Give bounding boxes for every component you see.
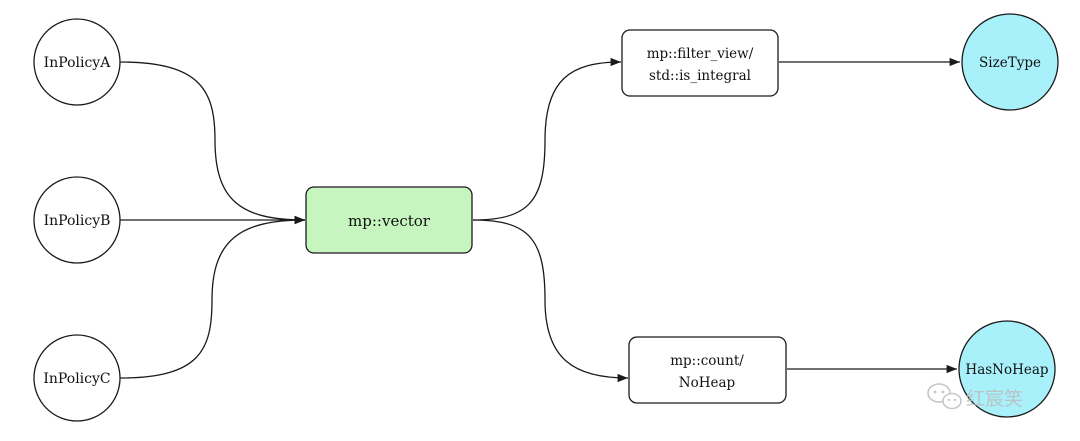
node-filter-view-line1: mp::filter_view/ [647,46,754,62]
edge-vector-to-count [472,219,629,383]
watermark: 红宸笑 [927,383,1023,410]
node-count-line1: mp::count/ [670,353,744,369]
node-count: mp::count/ NoHeap [628,336,787,404]
node-sizetype-label: SizeType [979,55,1041,71]
node-vector: mp::vector [305,186,473,254]
wechat-icon [927,383,962,410]
node-filter-view: mp::filter_view/ std::is_integral [621,29,779,97]
edge-inpolicya-to-vector [119,61,306,225]
node-inpolicyb: InPolicyB [33,176,121,264]
node-vector-label: mp::vector [348,212,431,230]
node-inpolicyb-label: InPolicyB [44,213,111,229]
node-inpolicya: InPolicyA [33,18,121,106]
node-filter-view-line2: std::is_integral [649,68,751,84]
node-inpolicya-label: InPolicyA [44,55,112,71]
node-inpolicyc-label: InPolicyC [43,371,110,387]
node-count-line2: NoHeap [679,375,735,391]
node-inpolicyc: InPolicyC [33,334,121,422]
node-sizetype: SizeType [961,13,1059,111]
edge-inpolicyc-to-vector [119,215,306,379]
edge-vector-to-filter-view [472,57,622,221]
node-hasnoheap: HasNoHeap [958,320,1056,418]
node-hasnoheap-label: HasNoHeap [965,362,1048,378]
watermark-text: 红宸笑 [966,388,1023,410]
